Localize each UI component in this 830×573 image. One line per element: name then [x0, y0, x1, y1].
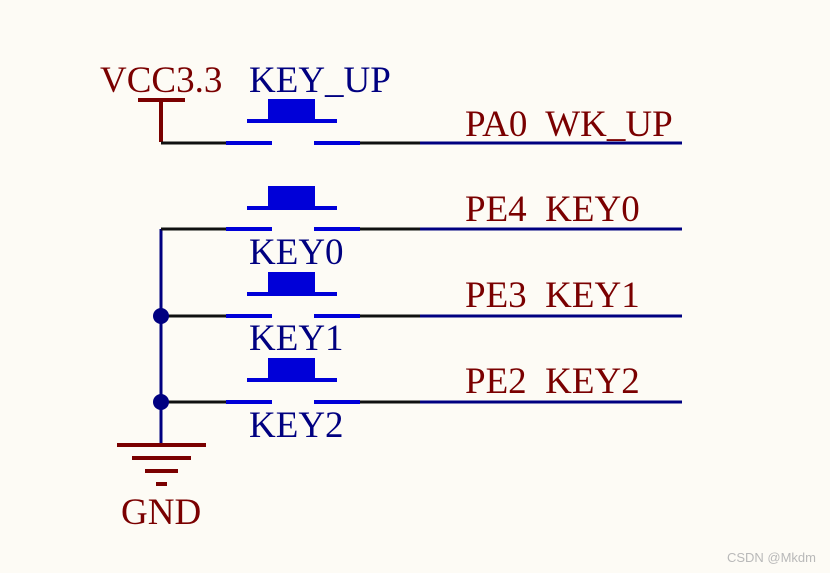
net-label-pe2: PE2 KEY2 — [465, 361, 640, 402]
watermark: CSDN @Mkdm — [726, 550, 816, 565]
pushbutton-key2 — [226, 358, 360, 404]
button-ref-key-up: KEY_UP — [249, 60, 391, 101]
button-ref-key0: KEY0 — [249, 232, 344, 273]
vcc-symbol — [138, 98, 185, 142]
net-label-pe4: PE4 KEY0 — [465, 189, 640, 230]
button-ref-key2: KEY2 — [249, 405, 344, 446]
vcc-label: VCC3.3 — [100, 60, 222, 101]
pushbutton-key1 — [226, 272, 360, 318]
gnd-label: GND — [121, 492, 201, 533]
pushbutton-key-up — [226, 99, 360, 145]
button-ref-key1: KEY1 — [249, 318, 344, 359]
net-label-pe3: PE3 KEY1 — [465, 275, 640, 316]
junction-dot-key2 — [153, 394, 169, 410]
net-label-pa0: PA0 WK_UP — [465, 104, 673, 145]
pushbutton-key0 — [226, 186, 360, 231]
junction-dot-key1 — [153, 308, 169, 324]
gnd-symbol — [117, 443, 206, 486]
